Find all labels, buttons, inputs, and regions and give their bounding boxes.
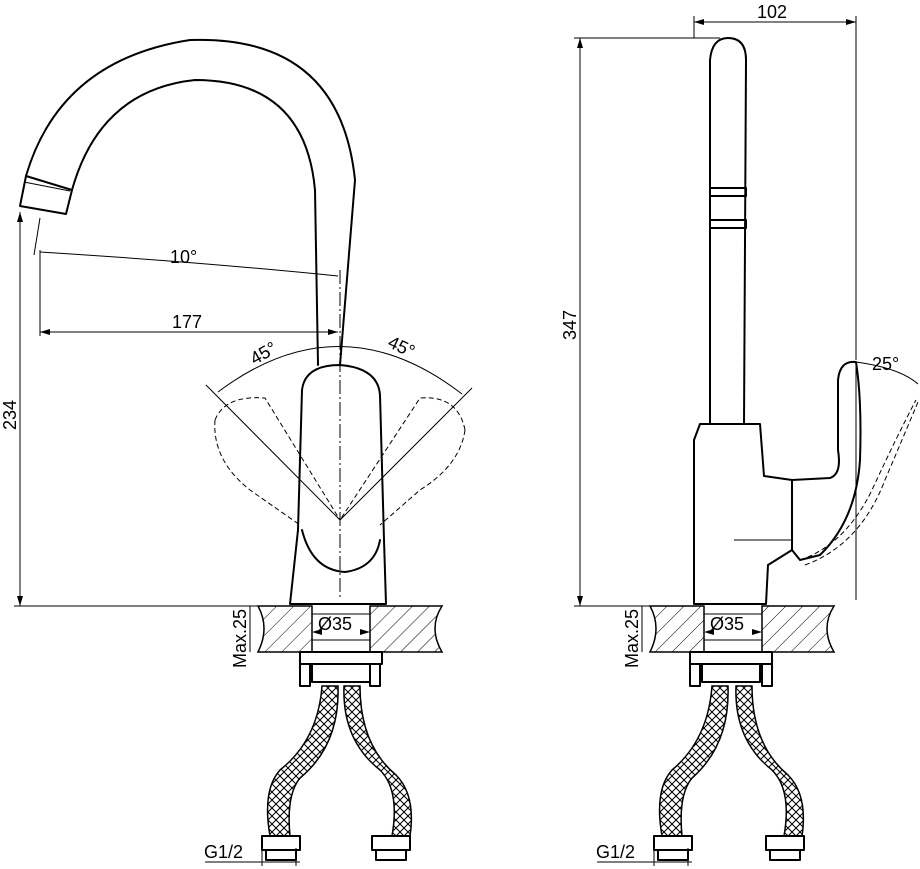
dim-mount-diameter: Ø35: [318, 614, 352, 634]
dim-left-rotation: 45°: [247, 338, 281, 369]
front-dim-reach: 177: [39, 250, 338, 336]
dim-right-rotation: 45°: [385, 332, 418, 362]
dim-height: 234: [0, 400, 20, 430]
side-lever: [791, 360, 919, 600]
front-dim-angle: 10°: [33, 217, 339, 277]
dim-side-max-thickness: Max.25: [622, 609, 642, 668]
front-hoses: [261, 685, 413, 861]
dim-side-thread: G1/2: [596, 842, 635, 862]
front-dim-height: 234: [0, 212, 290, 607]
side-dim-depth: 102: [693, 2, 857, 360]
front-view: 10° 177 45° 45° 234 Ø3: [0, 38, 473, 866]
front-body: [289, 270, 387, 605]
side-hoses: [653, 685, 805, 861]
side-spout: [709, 37, 747, 425]
side-dim-height: 347: [560, 37, 720, 607]
dim-thread: G1/2: [204, 842, 243, 862]
dim-max-thickness: Max.25: [230, 609, 250, 668]
front-rotation-ghosts: [205, 346, 473, 526]
side-dim-thread: G1/2: [596, 842, 692, 866]
dim-spout-reach: 177: [172, 312, 202, 332]
front-dim-thread: G1/2: [204, 842, 300, 866]
side-mount-hardware: [689, 651, 773, 687]
dim-depth: 102: [757, 2, 787, 22]
dim-side-mount-diameter: Ø35: [710, 614, 744, 634]
front-mount-hardware: [299, 651, 383, 687]
side-body: [693, 423, 793, 605]
front-spout: [19, 38, 356, 366]
dim-side-height: 347: [560, 310, 580, 340]
dim-spout-angle: 10°: [170, 247, 197, 267]
side-view: 25° 102 347 Ø35: [560, 2, 919, 866]
dim-lever-angle: 25°: [872, 354, 899, 374]
side-countertop: Ø35 Max.25: [622, 605, 836, 668]
front-countertop: Ø35 Max.25: [230, 605, 444, 668]
